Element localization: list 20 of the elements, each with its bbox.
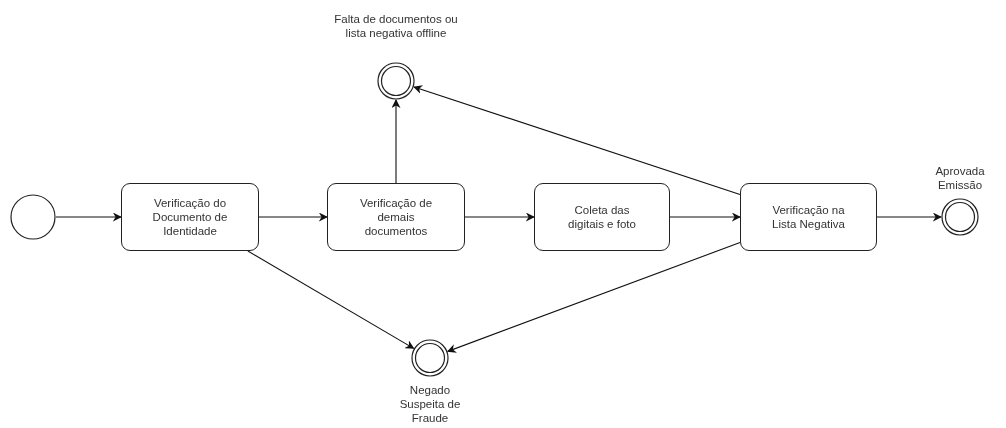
- step-label: Verificação na Lista Negativa: [771, 203, 846, 231]
- event-label: Negado Suspeita de Fraude: [399, 384, 461, 424]
- arrow: [391, 99, 401, 184]
- event-label: Aprovada Emissão: [935, 165, 985, 191]
- step-label: Coleta das digitais e foto: [567, 203, 637, 231]
- arrow: [876, 212, 942, 222]
- process-box: [740, 183, 877, 251]
- arrow: [55, 212, 122, 222]
- step-label: Verificação de demais documentos: [358, 196, 434, 238]
- step-label: Verificação do Documento de Identidade: [151, 196, 229, 238]
- arrow: [669, 212, 741, 222]
- arrow: [413, 85, 741, 195]
- arrow: [258, 212, 328, 222]
- event-label: Falta de documentos ou lista negativa offline: [334, 13, 458, 39]
- process-box: [534, 183, 670, 251]
- arrow: [464, 212, 535, 222]
- arrow: [247, 250, 415, 349]
- process-box: [121, 183, 259, 251]
- arrow: [446, 241, 741, 353]
- process-box: [327, 183, 465, 251]
